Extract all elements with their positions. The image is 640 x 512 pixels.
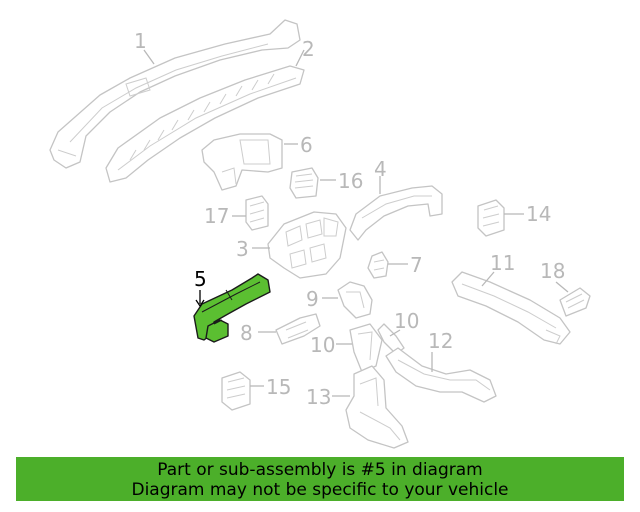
info-banner: Part or sub-assembly is #5 in diagram Di… <box>16 457 624 501</box>
callout-leaders <box>143 49 569 397</box>
part-3-housing <box>267 211 347 279</box>
part-17-vent <box>245 195 269 231</box>
part-18-vent <box>559 287 591 317</box>
callout-3: 3 <box>236 237 249 261</box>
part-11-duct <box>451 271 571 345</box>
banner-line-part: Part or sub-assembly is #5 in diagram <box>157 460 483 480</box>
callout-11: 11 <box>490 251 515 275</box>
part-1-duct <box>49 19 301 169</box>
banner-line-disclaimer: Diagram may not be specific to your vehi… <box>131 480 509 500</box>
part-4-duct <box>349 185 443 241</box>
callout-4: 4 <box>374 157 387 181</box>
part-5-duct-highlighted <box>193 273 271 343</box>
part-7-clip <box>367 251 389 279</box>
callout-5: 5 <box>194 267 207 291</box>
part-10-ducts <box>349 323 405 373</box>
callout-15: 15 <box>266 375 291 399</box>
callout-13: 13 <box>306 385 331 409</box>
callout-2: 2 <box>302 37 315 61</box>
callout-10-upper: 10 <box>394 309 419 333</box>
callout-10-lower: 10 <box>310 333 335 357</box>
part-2-duct <box>105 65 305 183</box>
callout-1: 1 <box>134 29 147 53</box>
part-13-duct <box>345 365 409 449</box>
part-16-vent <box>289 167 319 199</box>
callout-6: 6 <box>300 133 313 157</box>
part-9-bracket <box>337 281 373 319</box>
part-8-duct <box>275 313 321 345</box>
callout-7: 7 <box>410 253 423 277</box>
callout-14: 14 <box>526 202 551 226</box>
part-15-vent <box>221 371 251 411</box>
callout-8: 8 <box>240 321 253 345</box>
parts-diagram: 1 2 6 16 4 14 17 3 7 11 18 9 5 8 10 10 1… <box>49 19 591 449</box>
part-14-vent <box>477 199 505 237</box>
callout-16: 16 <box>338 169 363 193</box>
callout-18: 18 <box>540 259 565 283</box>
callout-17: 17 <box>204 204 229 228</box>
part-12-duct <box>385 347 497 403</box>
part-6-vent <box>201 133 283 191</box>
callout-12: 12 <box>428 329 453 353</box>
callout-9: 9 <box>306 287 319 311</box>
